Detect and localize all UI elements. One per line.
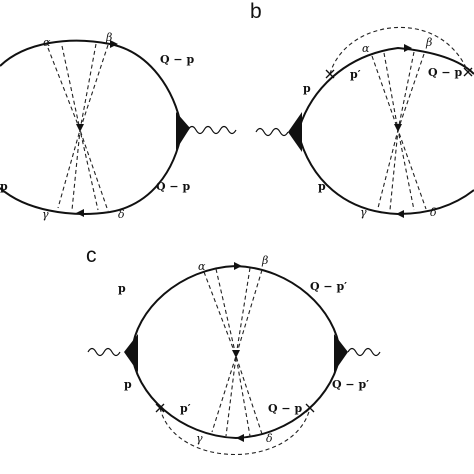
panel-a-arrow-top — [110, 40, 118, 48]
panel-c-vertex-right — [334, 334, 348, 372]
panel-c-arrow-bottom — [236, 434, 244, 442]
panel-c: c α β γ δ — [86, 244, 381, 456]
panel-b: b α β γ δ p p′ — [250, 0, 474, 219]
panel-a-arrow-bottom — [76, 209, 84, 217]
panel-a: α β γ δ Q − p Q − p p — [0, 31, 237, 221]
panel-a-label-beta: β — [105, 31, 112, 44]
panel-a-external-wavy-line — [187, 125, 237, 135]
panel-c-cross-left — [155, 403, 165, 413]
panel-b-propagator-loop — [297, 46, 474, 216]
panel-a-label-alpha: α — [43, 36, 51, 49]
panel-b-label-p-top: p — [303, 82, 311, 95]
panel-b-label-delta: δ — [430, 206, 437, 219]
panel-b-label-p-bottom: p — [318, 180, 326, 193]
panel-b-cross-left — [325, 69, 335, 79]
panel-a-interaction-lines — [47, 43, 109, 212]
panel-c-label-alpha: α — [198, 260, 206, 273]
panel-c-external-wavy-line-right — [347, 347, 381, 357]
panel-c-external-wavy-line-left — [87, 347, 121, 357]
panel-a-label-bottom-right: Q − p — [156, 180, 190, 193]
panel-b-outer-dashed-arc — [329, 26, 469, 75]
panel-a-propagator-loop — [0, 39, 184, 215]
panel-a-vertex — [176, 112, 190, 150]
panel-c-label-q-minus-pprime-mid: Q − p′ — [332, 378, 369, 391]
panel-b-label-beta: β — [425, 36, 432, 49]
panel-b-interaction-lines — [371, 51, 427, 211]
panel-c-label-pprime-bottom: p′ — [180, 402, 191, 415]
panel-c-cross-right — [305, 403, 315, 413]
panel-c-vertex-left — [124, 334, 138, 372]
panel-c-label-q-minus-pprime-top: Q − p′ — [310, 280, 347, 293]
panel-b-arrow-bottom — [396, 210, 404, 218]
panel-c-label-gamma: γ — [196, 432, 203, 445]
panel-a-label-gamma: γ — [42, 208, 49, 221]
panel-b-external-wavy-line — [255, 127, 289, 137]
panel-c-label-p-top: p — [118, 282, 126, 295]
panel-b-arrow-top — [404, 44, 412, 52]
panel-c-label-q-minus-p-bottom: Q − p — [268, 402, 302, 415]
panel-b-label-q-minus-p-top: Q − p — [428, 66, 462, 79]
panel-c-letter: c — [86, 244, 97, 267]
panel-a-label-delta: δ — [118, 208, 125, 221]
panel-c-label-p-mid: p — [124, 378, 132, 391]
panel-b-vertex — [288, 112, 302, 152]
panel-a-label-bottom-left: p — [0, 180, 8, 193]
panel-b-label-alpha: α — [362, 42, 370, 55]
panel-c-label-beta: β — [261, 254, 268, 267]
panel-b-letter: b — [250, 0, 262, 23]
panel-a-label-top-right: Q − p — [160, 53, 194, 66]
panel-b-label-pprime-top: p′ — [350, 68, 361, 81]
panel-c-label-delta: δ — [266, 432, 273, 445]
panel-b-cross-right — [463, 67, 473, 77]
panel-c-interaction-lines — [203, 267, 263, 437]
panel-c-arrow-top — [234, 262, 242, 270]
panel-b-label-gamma: γ — [360, 206, 367, 219]
panel-c-outer-dashed-arc — [159, 407, 311, 456]
